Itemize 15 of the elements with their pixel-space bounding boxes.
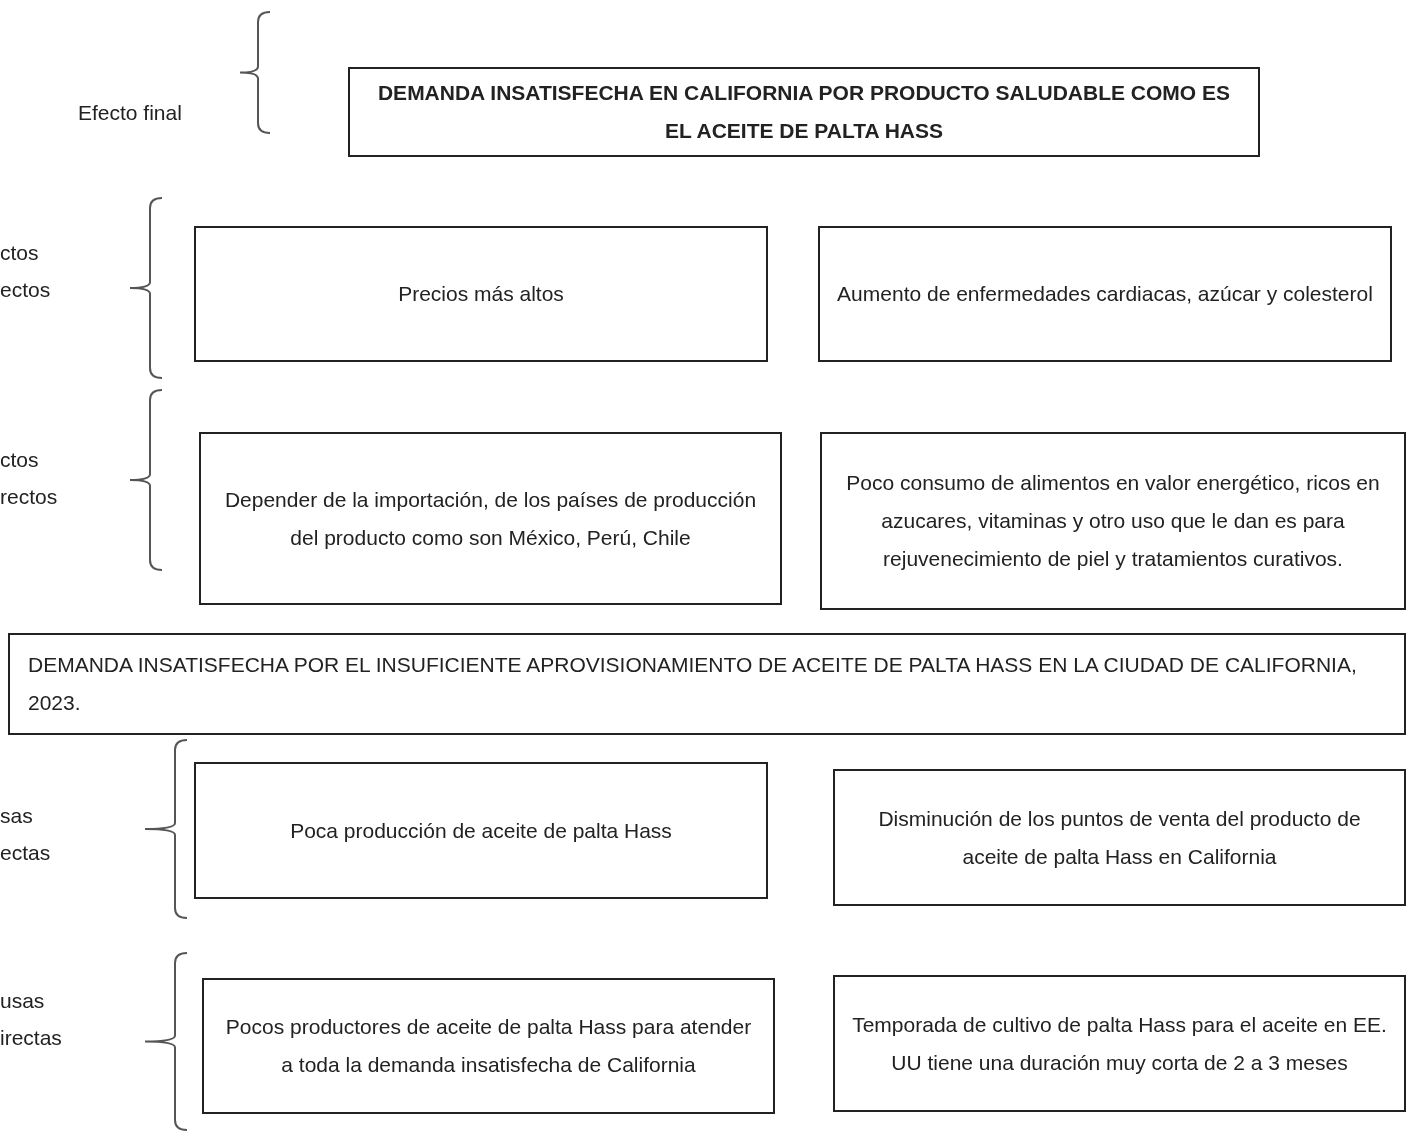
text-box: Pocos productores de aceite de palta Hass para atender a toda la demanda insatisfecha de California — [202, 978, 775, 1114]
row-label: ctos ectos — [0, 240, 52, 303]
text-box: Depender de la importación, de los países de producción del producto como son México, Perú, Chile — [199, 432, 782, 605]
text-box: Precios más altos — [194, 226, 768, 362]
text-box: Poco consumo de alimentos en valor energético, ricos en azucares, vitaminas y otro uso que le dan es para rejuvenecimiento de piel y tratamientos curativos. — [820, 432, 1406, 610]
row-label: Efecto final — [78, 100, 183, 126]
text-box: Disminución de los puntos de venta del producto de aceite de palta Hass en California — [833, 769, 1406, 906]
text-box: DEMANDA INSATISFECHA EN CALIFORNIA POR PRODUCTO SALUDABLE COMO ES EL ACEITE DE PALTA HASS — [348, 67, 1260, 157]
row-label: ctos rectos — [0, 447, 59, 510]
text-box: DEMANDA INSATISFECHA POR EL INSUFICIENTE APROVISIONAMIENTO DE ACEITE DE PALTA HASS EN LA CIUDAD DE CALIFORNIA, 2023. — [8, 633, 1406, 735]
text-box: Poca producción de aceite de palta Hass — [194, 762, 768, 899]
row-label: usas irectas — [0, 988, 63, 1051]
text-box: Temporada de cultivo de palta Hass para el aceite en EE. UU tiene una duración muy corta de 2 a 3 meses — [833, 975, 1406, 1112]
row-label: sas ectas — [0, 803, 52, 866]
text-box: Aumento de enfermedades cardiacas, azúcar y colesterol — [818, 226, 1392, 362]
